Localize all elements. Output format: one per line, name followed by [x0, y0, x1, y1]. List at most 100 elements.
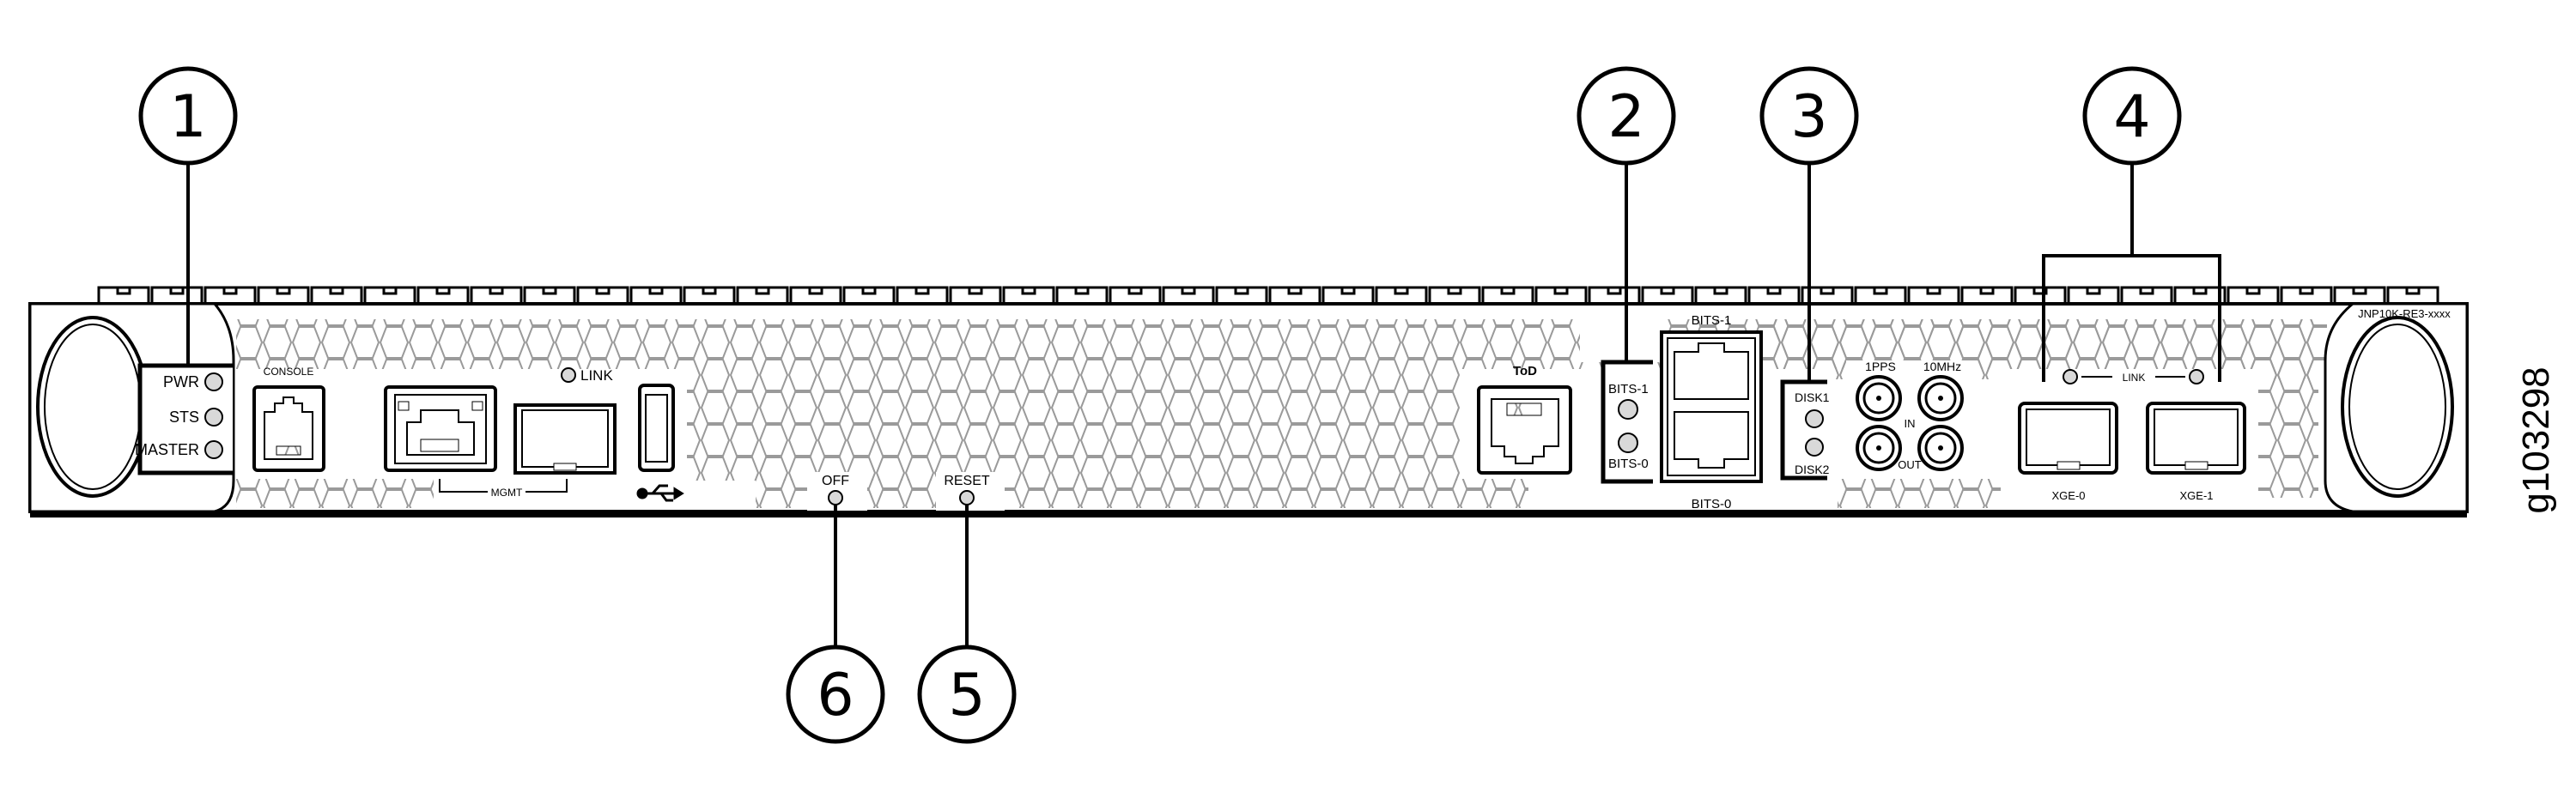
callout-1: 1 [138, 66, 238, 166]
disk1-led [1805, 409, 1824, 428]
panel-tab [257, 286, 310, 304]
xge1-link-led [2189, 369, 2204, 384]
console-port[interactable] [252, 385, 325, 472]
disk1-label: DISK1 [1795, 390, 1830, 404]
mgmt-sfp-port[interactable] [513, 403, 617, 475]
panel-tab [1162, 286, 1215, 304]
panel-tab [470, 286, 523, 304]
pwr-label: PWR [163, 373, 199, 390]
sts-label: STS [169, 409, 199, 426]
panel-tabs [97, 286, 2439, 304]
panel-tab [1055, 286, 1109, 304]
panel-tab [2014, 286, 2067, 304]
svg-text:2: 2 [1607, 83, 1644, 151]
mgmt-label: MGMT [491, 487, 523, 499]
figure-id: g103298 [2515, 366, 2557, 513]
reset-button[interactable] [959, 490, 975, 505]
panel-tab [1002, 286, 1055, 304]
master-led [204, 440, 223, 459]
panel-tab [1854, 286, 1907, 304]
panel-tab [949, 286, 1002, 304]
callout-4: 4 [2082, 66, 2182, 166]
tod-port[interactable] [1477, 385, 1572, 475]
xge0-sfp-port[interactable] [2018, 402, 2118, 475]
callout-3: 3 [1759, 66, 1859, 166]
panel-tab [1428, 286, 1481, 304]
panel-tab [1694, 286, 1747, 304]
panel-tab [629, 286, 683, 304]
panel-tab [2173, 286, 2227, 304]
panel-tab [97, 286, 150, 304]
bits1-led [1618, 399, 1638, 420]
panel-tab [363, 286, 416, 304]
svg-text:4: 4 [2113, 83, 2150, 151]
panel-tab [1268, 286, 1321, 304]
vent-pattern [236, 319, 2327, 511]
xge-link-label: LINK [2123, 372, 2146, 384]
panel-tab [1801, 286, 1854, 304]
panel-tab [1960, 286, 2014, 304]
usb-icon [636, 484, 684, 502]
off-button[interactable] [828, 490, 843, 505]
panel-tab [2120, 286, 2173, 304]
xge0-link-led [2063, 369, 2078, 384]
callout-5: 5 [917, 645, 1017, 744]
panel-tab [204, 286, 257, 304]
panel-tab [1588, 286, 1641, 304]
1pps-in-connector[interactable] [1856, 375, 1902, 421]
panel-tab [2386, 286, 2439, 304]
bits1-led-label: BITS-1 [1608, 382, 1649, 396]
disk2-label: DISK2 [1795, 463, 1830, 476]
panel-tab [842, 286, 896, 304]
panel-tab [523, 286, 576, 304]
svg-text:5: 5 [948, 662, 985, 729]
panel-tab [1534, 286, 1588, 304]
panel-tab [683, 286, 736, 304]
xge1-sfp-port[interactable] [2146, 402, 2246, 475]
out-label: OUT [1898, 458, 1922, 471]
bits1-port[interactable] [1674, 342, 1749, 400]
sts-led [204, 408, 223, 427]
usb-port[interactable] [638, 384, 675, 472]
svg-text:1: 1 [169, 83, 206, 151]
pwr-led [204, 372, 223, 391]
off-label: OFF [822, 474, 849, 488]
svg-text:3: 3 [1790, 83, 1827, 151]
bits0-led [1618, 433, 1638, 453]
xge1-label: XGE-1 [2179, 489, 2213, 502]
10mhz-in-connector[interactable] [1917, 375, 1964, 421]
callout-6: 6 [786, 645, 885, 744]
10mhz-out-connector[interactable] [1917, 425, 1964, 471]
panel-tab [2333, 286, 2386, 304]
right-handle[interactable] [2341, 316, 2454, 498]
panel-tab [416, 286, 470, 304]
xge0-label: XGE-0 [2051, 489, 2085, 502]
1pps-out-connector[interactable] [1856, 425, 1902, 471]
bits1-port-label: BITS-1 [1692, 313, 1732, 328]
panel-tab [1109, 286, 1162, 304]
panel-tab [576, 286, 629, 304]
panel-tab [1321, 286, 1375, 304]
panel-tab [2067, 286, 2120, 304]
in-label: IN [1905, 417, 1916, 430]
panel-tab [1747, 286, 1801, 304]
bits0-led-label: BITS-0 [1608, 457, 1649, 471]
left-handle[interactable] [36, 316, 149, 498]
callout-2: 2 [1577, 66, 1676, 166]
panel-tab [1215, 286, 1268, 304]
panel-tab [1907, 286, 1960, 304]
disk2-led [1805, 438, 1824, 457]
panel-tab [1375, 286, 1428, 304]
reset-label: RESET [944, 474, 990, 488]
bits0-port[interactable] [1674, 411, 1749, 469]
disk-led-bracket [1780, 379, 1827, 481]
master-label: MASTER [135, 441, 199, 458]
tod-label: ToD [1513, 364, 1537, 378]
panel-tab [2227, 286, 2280, 304]
mgmt-link-label: LINK [580, 367, 613, 384]
mgmt-rj45-port[interactable] [384, 385, 497, 472]
panel-tab [789, 286, 842, 304]
console-label: CONSOLE [264, 366, 314, 378]
1pps-label: 1PPS [1865, 360, 1896, 373]
